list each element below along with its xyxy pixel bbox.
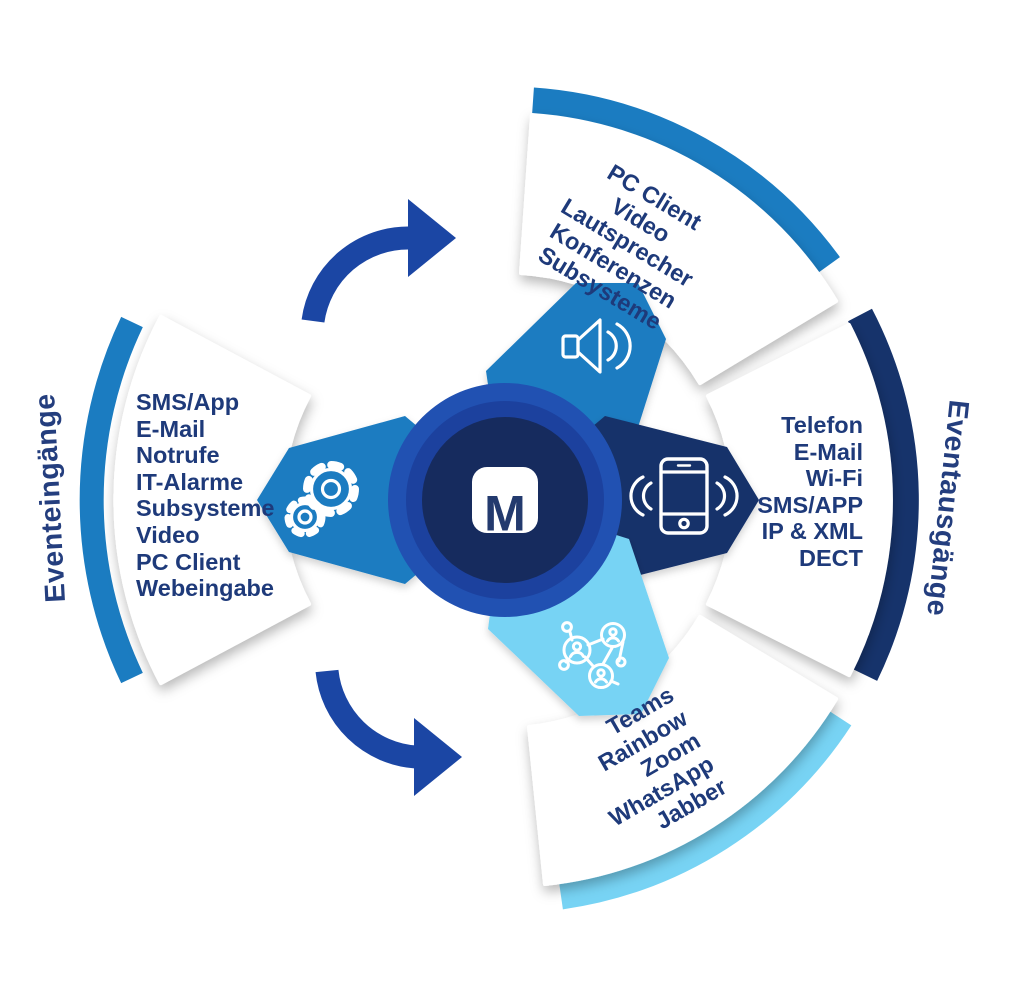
wedge-telecom [706,323,893,677]
phone-icon [629,457,739,535]
list-line: IP & XML [761,518,863,545]
central-hub: M [388,383,622,617]
list-line: E-Mail [136,415,206,442]
list-line: Notrufe [136,442,220,469]
list-line: Video [136,521,200,548]
flow-arrow-bottom-icon [315,669,462,796]
wedge-audio [519,113,838,385]
arc-band-audio [532,87,840,273]
people-network-icon [558,621,627,689]
arc-band-telecom [848,308,919,681]
hub-logo-letter: M [484,486,526,542]
arc-band-collab [559,710,852,910]
hub-logo-tile [472,467,538,533]
gears-icon [284,461,359,538]
list-line: Subsysteme [136,495,275,522]
flow-arrow-top-icon [301,199,456,323]
loudspeaker-icon [561,318,632,374]
list-line: SMS/App [136,389,240,415]
list-line: E-Mail [793,438,863,465]
list-line: IT-Alarme [136,468,244,495]
list-line: Telefon [781,412,863,438]
list-line: PC Client [136,548,241,575]
wedge-collab [527,615,838,886]
list-line: DECT [799,544,863,571]
wedge-inputs [113,315,311,685]
list-line: SMS/APP [757,491,863,518]
arc-band-inputs [79,316,143,684]
list-line: Wi-Fi [805,465,863,492]
list-line: Webeingabe [136,575,274,602]
